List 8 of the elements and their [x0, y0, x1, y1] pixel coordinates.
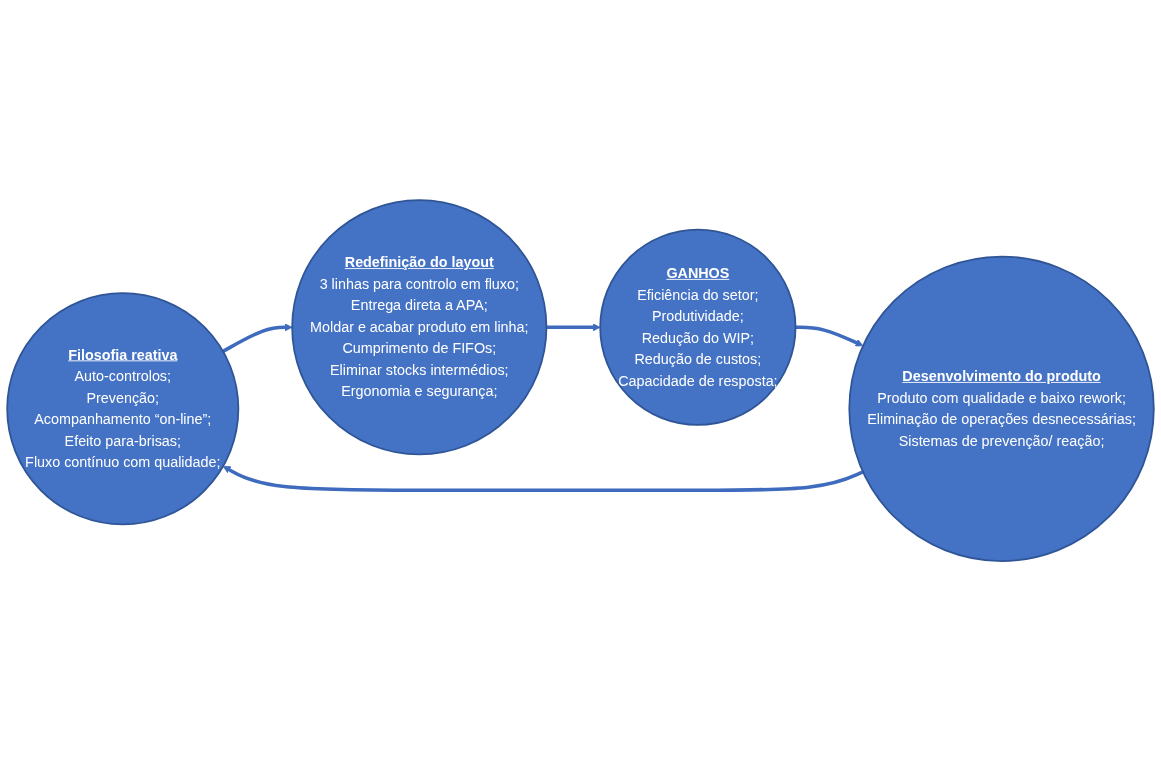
- node-circle: Filosofia reativa Auto-controlos; Prevenção; Acompanhamento “on-line”; Efeito para-brisas; Fluxo contínuo com qualidade;: [6, 292, 240, 526]
- node-circle: Desenvolvimento do produto Produto com qualidade e baixo rework; Eliminação de operações desnecessárias; Sistemas de prevenção/ reação;: [848, 256, 1155, 563]
- arrow: [222, 466, 864, 493]
- arrow: [222, 323, 293, 354]
- arrow: [546, 323, 601, 332]
- node-circle: Redefinição do layout 3 linhas para controlo em fluxo; Entrega direta a APA; Moldar e acabar produto em linha; Cumprimento de FIFOs; Eliminar stocks intermédios; Ergonomia e segurança;: [291, 199, 548, 456]
- arrow: [795, 325, 864, 347]
- node-circle: GANHOS Eficiência do setor; Produtividade; Redução do WIP; Redução de custos; Capacidade de resposta;: [599, 229, 797, 427]
